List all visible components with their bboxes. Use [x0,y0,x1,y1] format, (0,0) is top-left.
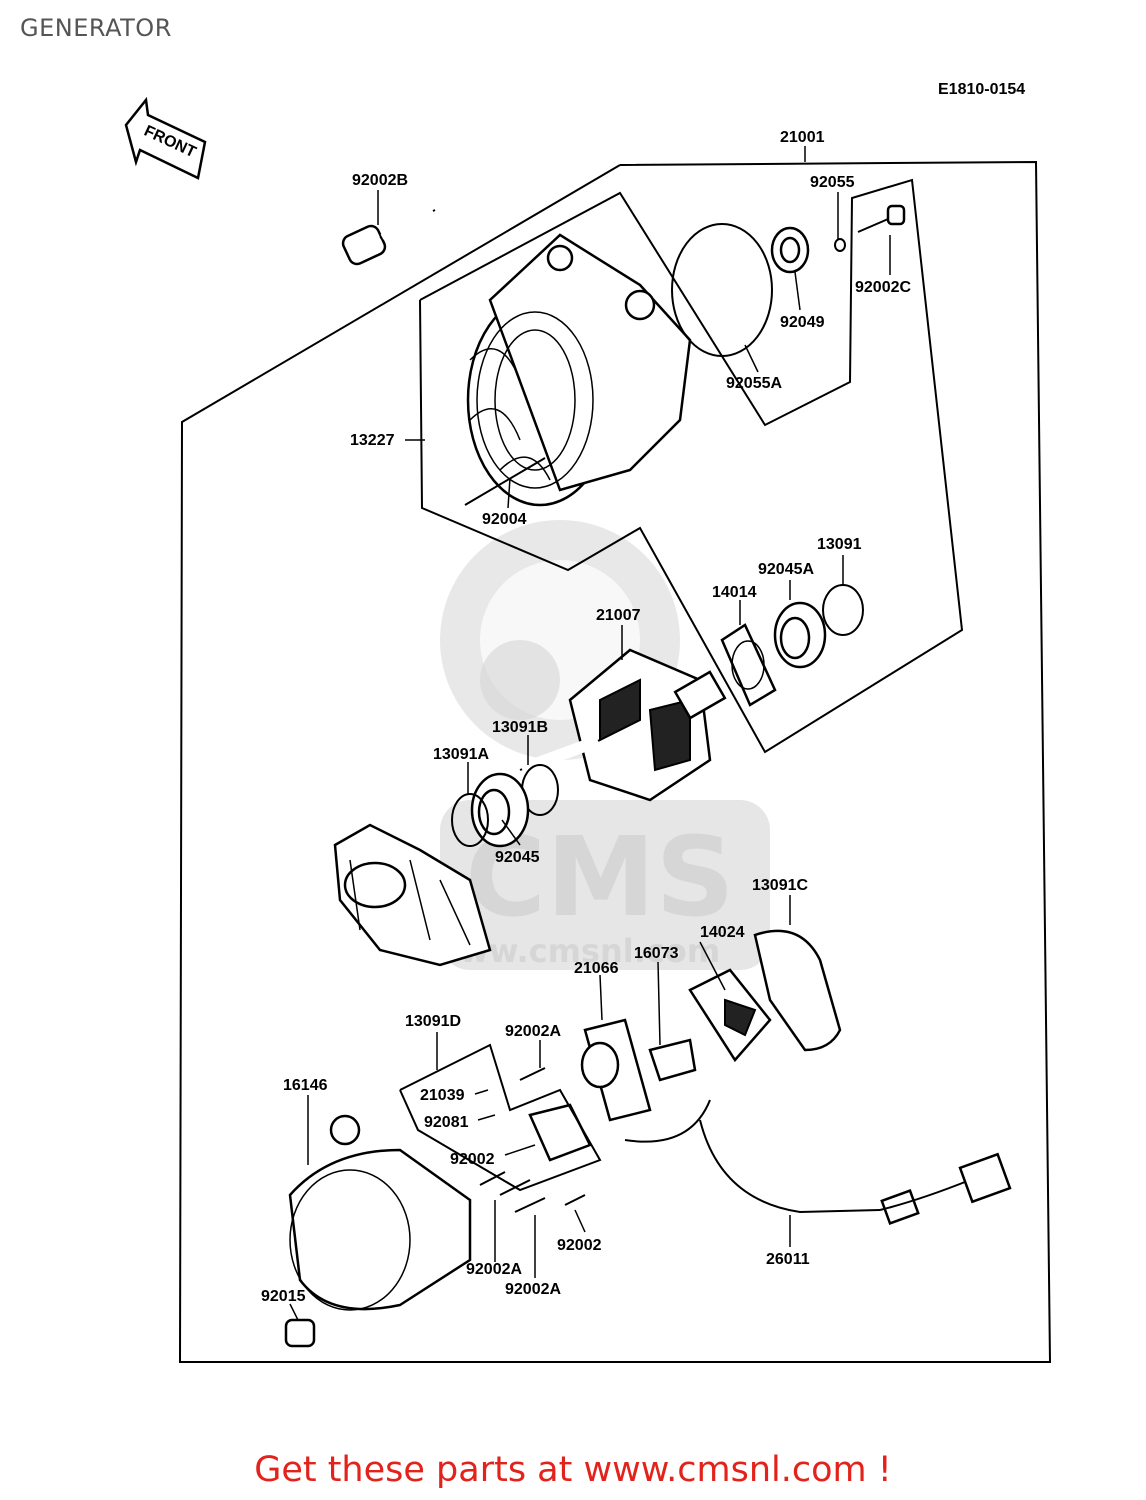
page-title: GENERATOR [20,14,172,42]
rotor-21007 [519,648,727,802]
part-label: 21007 [596,607,641,624]
bearing-92045A [773,601,827,669]
get-parts-link[interactable]: Get these parts at www.cmsnl.com ! [254,1450,892,1490]
bolt-92015 [284,1318,316,1348]
part-label: 92045A [758,561,814,578]
rear-housing-outline [419,178,964,754]
part-label: 14024 [700,924,745,941]
ring-92055 [834,238,846,252]
part-label: 26011 [766,1251,810,1268]
front-arrow-icon: FRONT [124,96,207,180]
brush-16073 [648,1038,697,1082]
assembly-outline [178,160,1052,1363]
bearing-92045 [470,772,530,848]
part-label: 92055 [810,174,855,191]
part-label: 13091D [405,1013,461,1030]
part-label: 92045 [495,849,540,866]
part-label: 92015 [261,1288,306,1305]
regulator-21066 [528,1018,652,1162]
bolt-92002B [341,208,436,266]
part-label: 92002A [466,1261,522,1278]
part-labels: 21001 92002B 92055 92002C 92049 92055A 1… [261,129,911,1305]
part-label: 21039 [420,1087,465,1104]
rear-housing-13227 [464,233,692,507]
part-label: 92002A [505,1281,561,1298]
front-housing [333,823,492,967]
ring-13091A [451,793,489,847]
part-label: 16073 [634,945,679,962]
leader-lines [289,146,891,1321]
bearing-92049 [770,226,810,274]
part-label: 13227 [350,432,395,449]
brush-holder-13091C [688,929,842,1063]
part-label: 92002B [352,172,408,189]
part-label: 92049 [780,314,825,331]
o-ring-92055A [671,223,773,357]
harness-26011 [624,1099,1012,1226]
part-label: 16146 [283,1077,328,1094]
part-label: 14014 [712,584,757,601]
exploded-parts-diagram: CMS www.cmsnl.com FRONT E1810-0154 [124,81,1052,1363]
part-label: 13091A [433,746,489,763]
gasket-14014 [720,623,777,707]
part-label: 13091 [817,536,862,553]
part-label: 13091C [752,877,808,894]
sub-outline-13091D [399,1043,602,1192]
part-label: 21001 [780,129,825,146]
part-label: 92002C [855,279,911,296]
part-label: 92002 [450,1151,495,1168]
part-label: 92081 [424,1114,469,1131]
small-bolts [479,1067,586,1213]
part-label: 92002 [557,1237,602,1254]
bolt-92002C [857,204,906,233]
part-label: 13091B [492,719,548,736]
cover-16146 [288,1114,472,1311]
diagram-code: E1810-0154 [938,81,1025,98]
part-label: 21066 [574,960,619,977]
ring-13091 [822,584,864,636]
part-label: 92055A [726,375,782,392]
part-label: 92002A [505,1023,561,1040]
part-label: 92004 [482,511,527,528]
